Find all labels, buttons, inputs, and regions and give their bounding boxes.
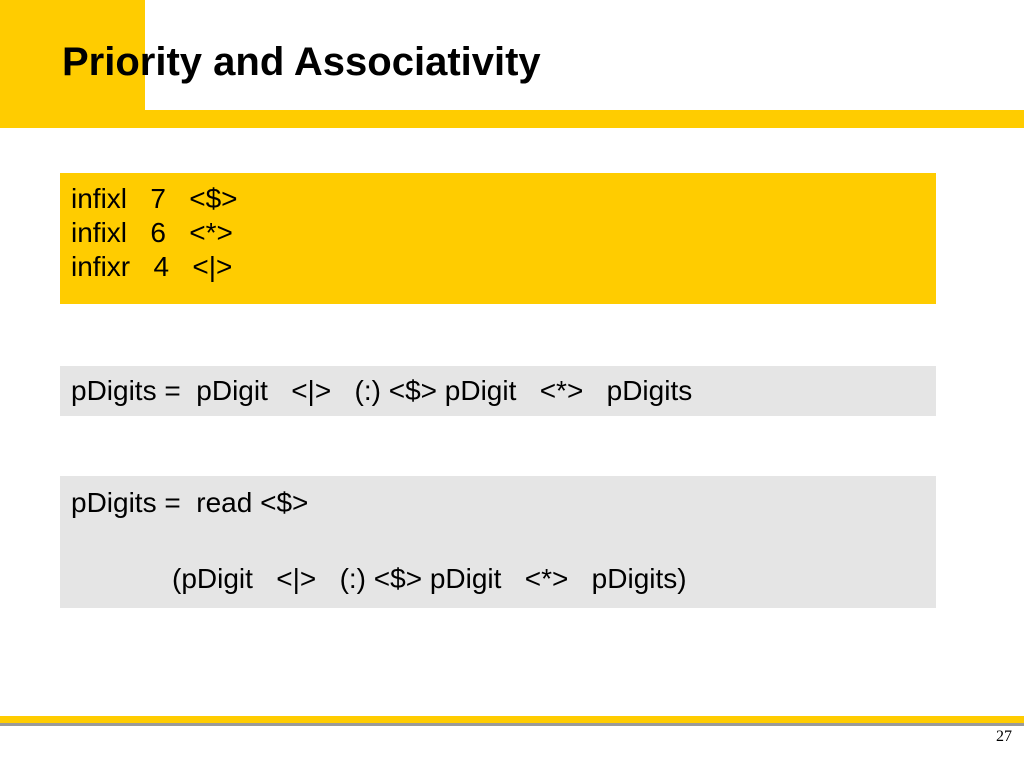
code-example-read-box: pDigits = read <$> (pDigit <|> (:) <$> p… [60, 476, 936, 608]
code-example-box: pDigits = pDigit <|> (:) <$> pDigit <*> … [60, 366, 936, 416]
code-line-indented: (pDigit <|> (:) <$> pDigit <*> pDigits) [172, 563, 687, 594]
fixity-line: infixl 6 <*> [71, 217, 233, 248]
footer-gray-rule [0, 723, 1024, 726]
fixity-line: infixl 7 <$> [71, 183, 238, 214]
header-accent-bar [0, 110, 1024, 128]
code-line: pDigits = read <$> [71, 487, 309, 518]
corner-accent-block [0, 0, 145, 128]
page-number: 27 [996, 728, 1012, 745]
fixity-line: infixr 4 <|> [71, 251, 233, 282]
code-line: pDigits = pDigit <|> (:) <$> pDigit <*> … [71, 375, 693, 406]
fixity-declarations-box: infixl 7 <$> infixl 6 <*> infixr 4 <|> [60, 173, 936, 304]
blank-line [71, 520, 936, 562]
slide-title: Priority and Associativity [62, 40, 541, 84]
footer-accent-bar [0, 716, 1024, 723]
